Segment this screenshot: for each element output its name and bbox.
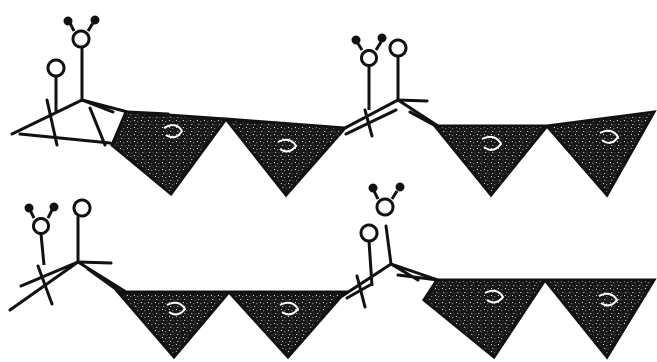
cluster-ligand-icon bbox=[25, 203, 59, 266]
stippled-triangle-icon bbox=[112, 112, 226, 194]
stippled-triangle-icon bbox=[226, 119, 345, 195]
cluster-ligand-icon bbox=[369, 183, 405, 216]
cluster-ligand-icon bbox=[64, 16, 100, 48]
top-unit-right bbox=[345, 34, 654, 196]
diagram-row-top bbox=[12, 16, 654, 196]
cluster-ligand-icon bbox=[352, 34, 387, 111]
diagram-row-bottom bbox=[10, 183, 654, 358]
circle-ligand-icon bbox=[390, 40, 406, 56]
bottom-unit-right bbox=[333, 183, 654, 358]
circle-ligand-icon bbox=[74, 200, 90, 216]
bottom-unit-left bbox=[10, 200, 345, 357]
stippled-triangle-icon bbox=[229, 292, 345, 357]
stippled-triangle-icon bbox=[547, 112, 654, 195]
stippled-triangle-icon bbox=[424, 280, 545, 357]
circle-ligand-icon bbox=[48, 60, 64, 113]
stippled-triangle-icon bbox=[118, 292, 229, 357]
stippled-triangle-icon bbox=[545, 280, 654, 357]
top-unit-left bbox=[12, 16, 345, 196]
